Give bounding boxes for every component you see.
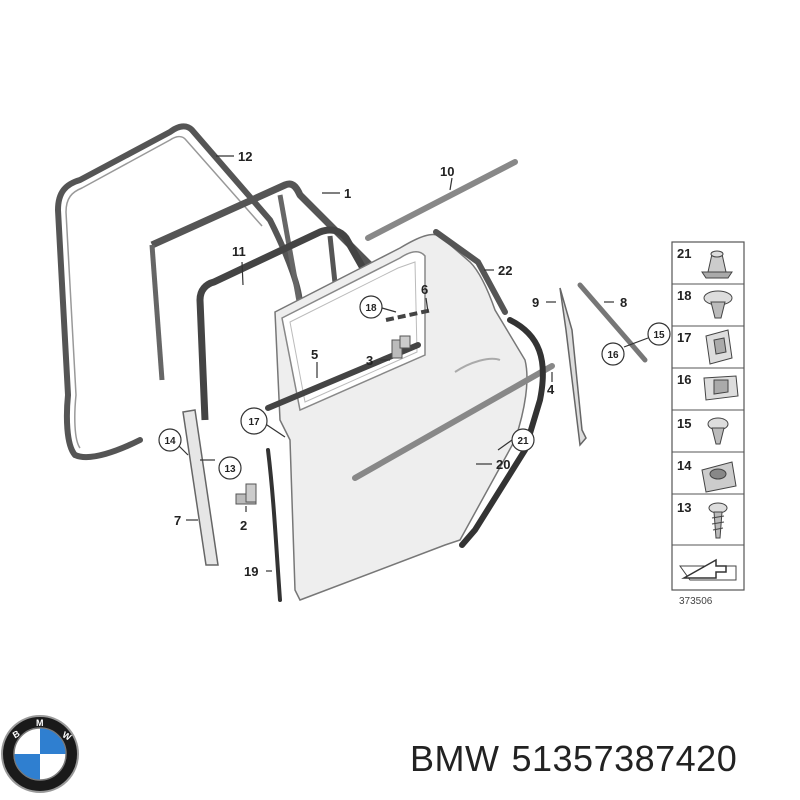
door-window-opening-inner bbox=[289, 261, 418, 403]
callout-16: 16 bbox=[607, 350, 619, 361]
direction-arrow-icon bbox=[679, 558, 737, 581]
brand-name: BMW bbox=[410, 738, 500, 779]
callout-15-circle bbox=[647, 322, 671, 346]
pillar-strip bbox=[433, 229, 508, 315]
callout-13-circle bbox=[218, 456, 242, 480]
callout-18-circle bbox=[359, 295, 383, 319]
callout-3: 3 bbox=[366, 353, 373, 368]
door-window-opening bbox=[281, 251, 426, 412]
diagram-reference-number: 373506 bbox=[679, 596, 713, 607]
callout-13: 13 bbox=[224, 464, 236, 475]
callout-14-circle bbox=[158, 428, 182, 452]
callout-15: 15 bbox=[653, 330, 665, 341]
window-trim-strip bbox=[385, 308, 433, 322]
callout-21: 21 bbox=[517, 436, 529, 447]
side-trim-strip bbox=[352, 363, 555, 481]
callout-5: 5 bbox=[311, 347, 318, 362]
callout-6: 6 bbox=[421, 282, 428, 297]
fastener-legend: 21 18 17 16 15 14 1 bbox=[671, 241, 745, 591]
legend-label-15: 15 bbox=[677, 416, 691, 431]
callout-20: 20 bbox=[496, 457, 510, 472]
bracket-part-3 bbox=[391, 335, 411, 359]
callout-7: 7 bbox=[174, 513, 181, 528]
pillar-cover bbox=[577, 282, 648, 363]
svg-text:B: B bbox=[11, 728, 22, 740]
brand-part-number-caption: BMW 51357387420 bbox=[410, 738, 737, 780]
callout-22: 22 bbox=[498, 263, 512, 278]
legend-label-18: 18 bbox=[677, 288, 691, 303]
window-seal-outer-inner bbox=[65, 135, 263, 449]
callout-1: 1 bbox=[344, 186, 351, 201]
window-seal-outer bbox=[54, 123, 303, 458]
front-pillar-trim bbox=[182, 409, 219, 566]
callout-21-circle bbox=[511, 428, 535, 452]
legend-label-16: 16 bbox=[677, 372, 691, 387]
legend-label-17: 17 bbox=[677, 330, 691, 345]
callout-9: 9 bbox=[532, 295, 539, 310]
inner-window-seal bbox=[196, 226, 399, 421]
callout-17-circle bbox=[240, 407, 268, 435]
expanding-nut-icon bbox=[701, 461, 737, 493]
callout-11: 11 bbox=[232, 244, 246, 259]
callout-labels: 12 1 10 11 18 6 22 9 8 15 16 5 3 4 17 14… bbox=[158, 149, 671, 579]
window-seal-bottom bbox=[72, 437, 143, 461]
legend-label-14: 14 bbox=[677, 458, 692, 473]
plastic-clip-icon bbox=[701, 250, 733, 279]
window-channel-frame bbox=[150, 180, 373, 268]
leader-lines bbox=[175, 155, 649, 572]
callout-19: 19 bbox=[244, 564, 258, 579]
tapping-screw-icon bbox=[708, 502, 728, 539]
screw-icon bbox=[707, 417, 729, 445]
legend-label-21: 21 bbox=[677, 246, 691, 261]
callout-14: 14 bbox=[164, 436, 176, 447]
callout-16-circle bbox=[601, 342, 625, 366]
door-handle-recess bbox=[454, 357, 501, 373]
lower-seal-strip bbox=[266, 448, 282, 602]
callout-10: 10 bbox=[440, 164, 454, 179]
bmw-logo-icon: B M W bbox=[1, 715, 79, 793]
rivet-clip-icon bbox=[703, 290, 733, 319]
window-channel-post bbox=[149, 244, 165, 381]
roof-moulding-strip bbox=[365, 159, 518, 241]
part-number: 51357387420 bbox=[511, 738, 738, 779]
callout-2: 2 bbox=[240, 518, 247, 533]
legend-label-13: 13 bbox=[677, 500, 691, 515]
callout-4: 4 bbox=[547, 382, 555, 397]
bracket-part-2 bbox=[235, 483, 257, 505]
callout-8: 8 bbox=[620, 295, 627, 310]
callout-12: 12 bbox=[238, 149, 252, 164]
clip-nut-icon bbox=[705, 329, 733, 365]
retaining-clip-icon bbox=[703, 375, 739, 401]
callout-18: 18 bbox=[365, 303, 377, 314]
callout-17: 17 bbox=[248, 417, 260, 428]
pillar-trim bbox=[559, 287, 587, 447]
svg-text:M: M bbox=[36, 718, 44, 728]
door-edge-seal bbox=[459, 317, 546, 548]
